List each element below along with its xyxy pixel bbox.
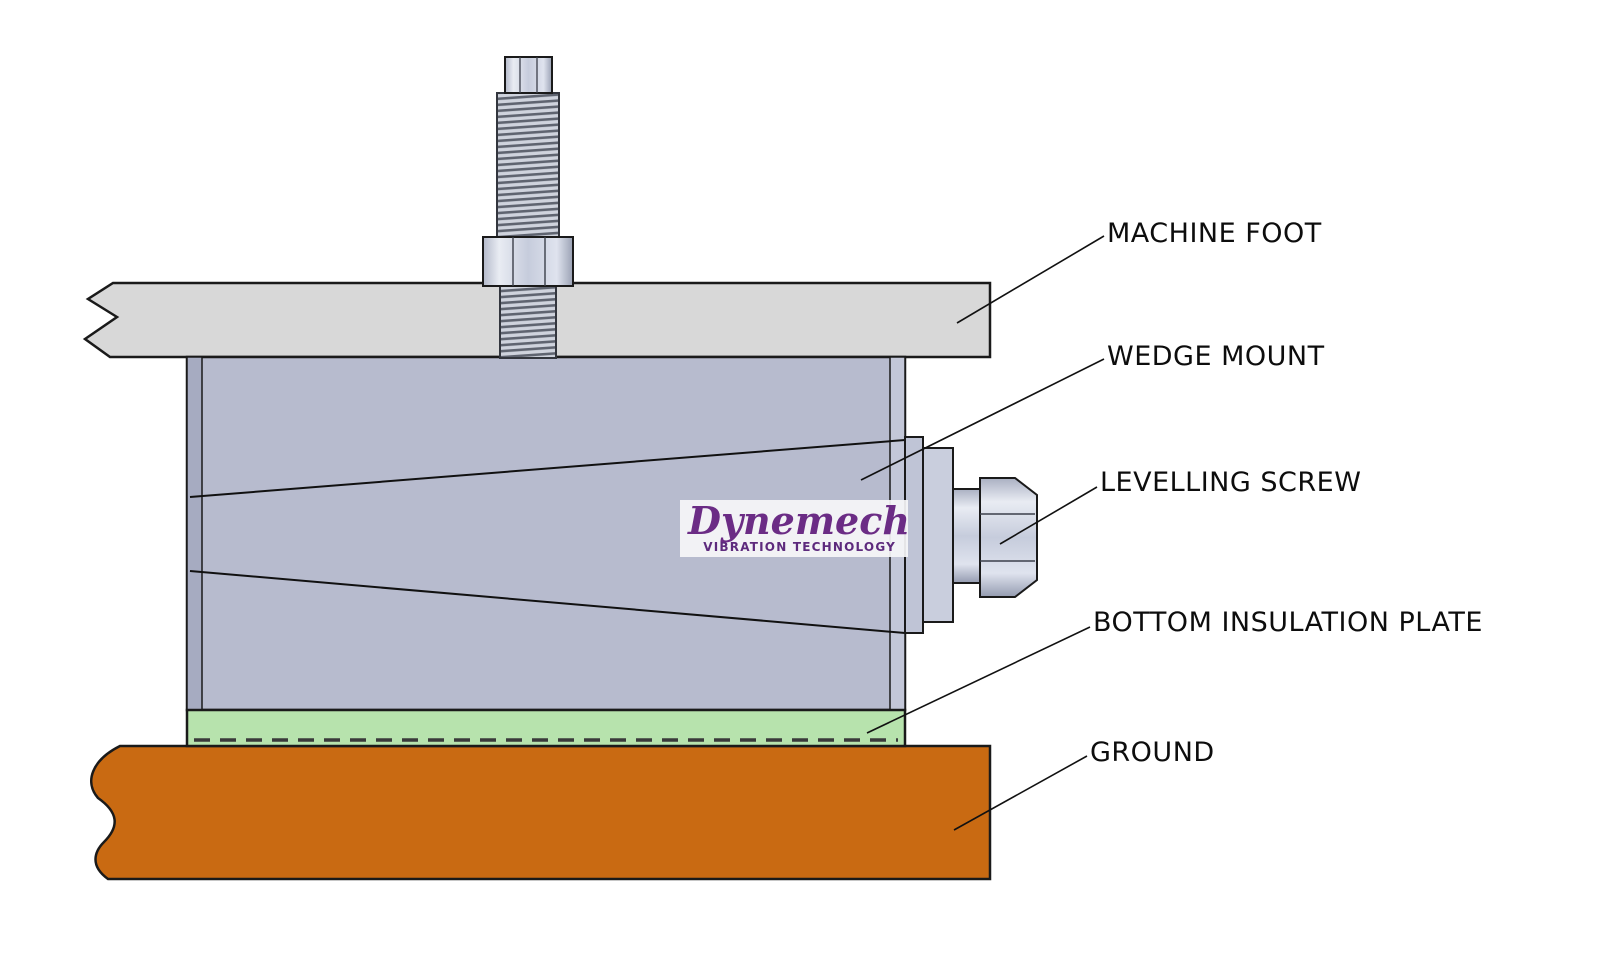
leader-wedge-mount <box>860 358 1105 481</box>
screw-boss-outer <box>922 447 954 623</box>
bolt-thread-upper <box>496 92 560 239</box>
label-ground: GROUND <box>1090 737 1215 768</box>
label-levelling-screw: LEVELLING SCREW <box>1100 467 1362 498</box>
leader-ground <box>953 755 1088 831</box>
screw-shank <box>952 488 981 584</box>
leader-bottom-insulation-plate <box>866 626 1091 734</box>
dynemech-logo: Dynemech VIBRATION TECHNOLOGY <box>680 498 910 557</box>
wedge-interface-line-lower <box>189 570 906 634</box>
ground-shape <box>90 744 992 881</box>
logo-tagline-text: VIBRATION TECHNOLOGY <box>703 540 896 554</box>
levelling-screw-shape <box>904 436 1038 634</box>
bolt-hex-nut <box>482 236 574 287</box>
logo-brand-text: Dynemech <box>688 498 910 543</box>
label-bottom-insulation-plate: BOTTOM INSULATION PLATE <box>1093 607 1483 638</box>
label-wedge-mount: WEDGE MOUNT <box>1107 341 1325 372</box>
leader-levelling-screw <box>999 486 1098 545</box>
wedge-mount-left-plate <box>186 356 203 711</box>
bolt-thread-lower <box>499 285 557 359</box>
label-machine-foot: MACHINE FOOT <box>1107 218 1322 249</box>
bolt-top-cap <box>504 56 553 94</box>
screw-hex-head <box>979 477 1038 598</box>
anchor-bolt-shape <box>482 56 574 359</box>
leader-machine-foot <box>956 235 1105 324</box>
wedge-interface-line-upper <box>189 439 906 498</box>
leader-lines <box>860 235 1105 831</box>
insulation-plate-shape <box>185 708 907 748</box>
